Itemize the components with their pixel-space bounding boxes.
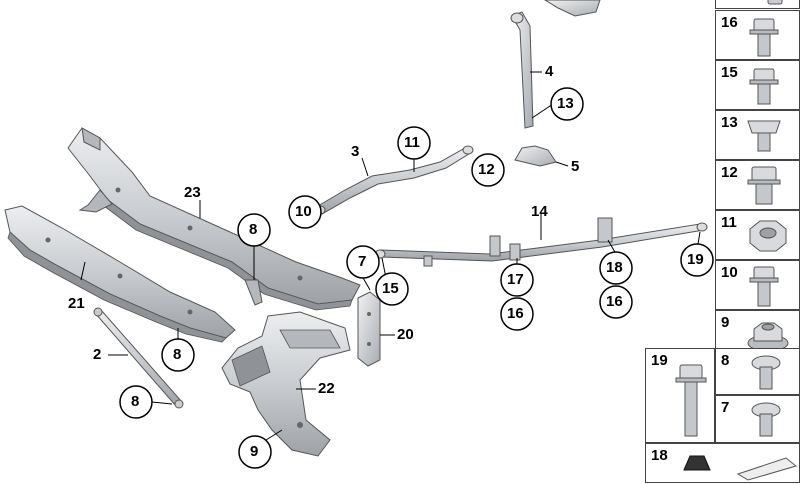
catalog-label: 13 bbox=[721, 114, 738, 131]
torx-bolt-icon bbox=[751, 402, 781, 437]
catalog-label: 11 bbox=[721, 214, 737, 231]
leader-lines bbox=[80, 71, 701, 441]
long-hex-bolt-icon bbox=[675, 364, 707, 437]
callout-11: 11 bbox=[404, 134, 420, 151]
catalog-label: 9 bbox=[721, 314, 730, 331]
catalog-label: 12 bbox=[721, 164, 738, 181]
catalog-cell-13: 13 bbox=[715, 110, 800, 160]
callout-10: 10 bbox=[295, 203, 312, 220]
callout-16: 16 bbox=[507, 305, 524, 322]
catalog-label: 8 bbox=[721, 352, 730, 369]
catalog-cell-7: 7 bbox=[715, 395, 800, 443]
lower-carrier-part bbox=[4, 205, 236, 343]
callout-19: 19 bbox=[687, 251, 704, 268]
clip-nut-icon bbox=[747, 120, 781, 152]
tie-rod-part bbox=[93, 307, 184, 409]
upper-bracket-part bbox=[544, 0, 601, 17]
mounting-plate-part bbox=[357, 291, 381, 367]
callout-14: 14 bbox=[531, 203, 548, 220]
catalog-label: 7 bbox=[721, 399, 730, 416]
hex-flange-bolt-icon bbox=[767, 0, 783, 5]
catalog-label: 10 bbox=[721, 264, 738, 281]
callout-21: 21 bbox=[68, 295, 85, 312]
catalog-cell-11: 11 bbox=[715, 210, 800, 260]
callout-16: 16 bbox=[606, 293, 623, 310]
curved-strut-part bbox=[314, 145, 474, 215]
torx-bolt-icon bbox=[751, 355, 781, 390]
callout-5: 5 bbox=[571, 158, 580, 175]
callout-4: 4 bbox=[545, 63, 554, 80]
catalog-cell-10: 10 bbox=[715, 260, 800, 310]
callout-circles bbox=[119, 87, 714, 469]
upper-carrier-part bbox=[67, 127, 361, 311]
callout-13: 13 bbox=[557, 95, 574, 112]
callout-23: 23 bbox=[184, 184, 201, 201]
hex-flange-bolt-icon bbox=[749, 68, 779, 105]
flange-nut-icon bbox=[747, 322, 789, 352]
callout-17: 17 bbox=[507, 271, 524, 288]
cross-strut-part bbox=[374, 217, 708, 267]
callout-20: 20 bbox=[397, 326, 414, 343]
catalog-cell-15: 15 bbox=[715, 60, 800, 110]
parts-illustration bbox=[4, 0, 714, 469]
vertical-strut-part bbox=[510, 11, 534, 129]
callout-3: 3 bbox=[351, 143, 360, 160]
callout-9: 9 bbox=[250, 443, 259, 460]
hex-nut-icon bbox=[749, 220, 787, 252]
catalog-cell-18: 18 bbox=[645, 443, 800, 483]
callout-18: 18 bbox=[606, 259, 623, 276]
catalog-cell-8: 8 bbox=[715, 348, 800, 395]
callout-8: 8 bbox=[131, 393, 140, 410]
catalog-label: 18 bbox=[651, 447, 668, 464]
callout-8: 8 bbox=[173, 346, 182, 363]
callout-2: 2 bbox=[93, 346, 102, 363]
catalog-cell-12: 12 bbox=[715, 160, 800, 210]
hex-flange-bolt-icon bbox=[747, 166, 781, 205]
catalog-label: 15 bbox=[721, 64, 738, 81]
catalog-cell-19: 19 bbox=[645, 348, 715, 443]
rubber-clip-icon bbox=[683, 455, 798, 481]
callout-12: 12 bbox=[478, 161, 495, 178]
hex-flange-bolt-icon bbox=[749, 18, 779, 57]
catalog-label: 16 bbox=[721, 14, 738, 31]
callout-8: 8 bbox=[249, 221, 258, 238]
catalog-label: 19 bbox=[651, 352, 668, 369]
catalog-cell-16 bbox=[715, 0, 800, 9]
callout-15: 15 bbox=[382, 280, 399, 297]
catalog-cell-16: 16 bbox=[715, 10, 800, 60]
hex-flange-bolt-icon bbox=[749, 266, 779, 307]
bracket-assembly-part bbox=[221, 311, 351, 457]
callout-7: 7 bbox=[358, 253, 367, 270]
callout-22: 22 bbox=[318, 380, 335, 397]
support-bracket-part bbox=[514, 145, 569, 167]
parts-diagram: 23 21 8 8 8 2 3 11 10 12 4 13 5 14 7 15 … bbox=[4, 0, 800, 483]
